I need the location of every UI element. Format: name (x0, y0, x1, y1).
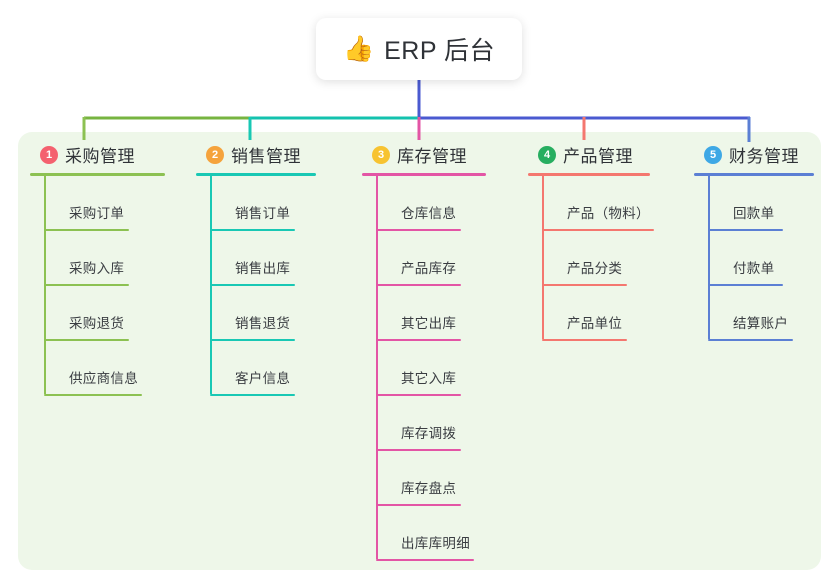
list-item-label: 采购入库 (69, 261, 125, 276)
column-spine-3 (376, 174, 378, 559)
column-4: 4 产品管理产品（物料） 产品分类产品单位 (516, 132, 682, 570)
list-item-rule (376, 449, 461, 451)
column-container: 1 采购管理采购订单采购入库采购退货供应商信息 2 销售管理销售订单销售出库销售退货客… (18, 132, 821, 570)
list-item-rule (376, 229, 461, 231)
list-item-rule (542, 229, 654, 231)
column-header-2[interactable]: 2 销售管理 (206, 142, 301, 167)
list-item-label: 回款单 (733, 206, 775, 221)
column-rule-3 (362, 173, 486, 176)
column-header-3[interactable]: 3 库存管理 (372, 142, 467, 167)
column-title-4: 产品管理 (563, 147, 633, 166)
list-item-rule (44, 394, 142, 396)
column-badge-5: 5 (704, 145, 722, 164)
list-item-label: 库存盘点 (401, 481, 457, 496)
list-item-rule (210, 284, 295, 286)
list-item-label: 产品库存 (401, 261, 457, 276)
column-2: 2 销售管理销售订单销售出库销售退货客户信息 (184, 132, 350, 570)
column-header-4[interactable]: 4 产品管理 (538, 142, 633, 167)
list-item-label: 其它入库 (401, 371, 457, 386)
list-item-rule (376, 394, 461, 396)
list-item-rule (708, 339, 793, 341)
list-item-rule (44, 229, 129, 231)
column-header-1[interactable]: 1 采购管理 (40, 142, 135, 167)
list-item-label: 付款单 (733, 261, 775, 276)
list-item-rule (210, 339, 295, 341)
list-item-label: 其它出库 (401, 316, 457, 331)
list-item-label: 销售出库 (235, 261, 291, 276)
list-item-label: 出库库明细 (401, 536, 470, 551)
list-item-rule (376, 284, 461, 286)
list-item-label: 仓库信息 (401, 206, 457, 221)
list-item-label: 销售退货 (235, 316, 291, 331)
column-spine-4 (542, 174, 544, 339)
list-item-rule (708, 284, 783, 286)
column-title-5: 财务管理 (729, 147, 799, 166)
list-item-label: 产品分类 (567, 261, 623, 276)
list-item-rule (376, 559, 474, 561)
column-header-5[interactable]: 5 财务管理 (704, 142, 799, 167)
column-title-3: 库存管理 (397, 147, 467, 166)
column-badge-4: 4 (538, 145, 556, 164)
column-title-1: 采购管理 (65, 147, 135, 166)
column-rule-2 (196, 173, 316, 176)
column-badge-2: 2 (206, 145, 224, 164)
list-item-label: 采购订单 (69, 206, 125, 221)
list-item-rule (210, 229, 295, 231)
list-item-label: 产品（物料） (567, 206, 650, 221)
column-badge-3: 3 (372, 145, 390, 164)
list-item-label: 销售订单 (235, 206, 291, 221)
list-item-rule (376, 339, 461, 341)
list-item-label: 采购退货 (69, 316, 125, 331)
column-5: 5 财务管理回款单付款单结算账户 (682, 132, 821, 570)
list-item-label: 供应商信息 (69, 371, 138, 386)
list-item-rule (708, 229, 783, 231)
list-item-rule (44, 339, 129, 341)
list-item-rule (44, 284, 129, 286)
thumbs-up-icon: 👍 (342, 34, 375, 63)
list-item-label: 结算账户 (733, 316, 789, 331)
list-item-rule (542, 284, 627, 286)
list-item-rule (376, 504, 461, 506)
list-item-rule (210, 394, 295, 396)
column-rule-5 (694, 173, 814, 176)
list-item-label: 库存调拨 (401, 426, 457, 441)
column-rule-1 (30, 173, 165, 176)
column-3: 3 库存管理仓库信息产品库存其它出库其它入库库存调拨库存盘点出库库明细 (350, 132, 516, 570)
column-title-2: 销售管理 (231, 147, 301, 166)
list-item-label: 客户信息 (235, 371, 291, 386)
root-node-title: ERP 后台 (384, 37, 496, 65)
column-1: 1 采购管理采购订单采购入库采购退货供应商信息 (18, 132, 184, 570)
column-rule-4 (528, 173, 650, 176)
column-spine-5 (708, 174, 710, 339)
diagram-panel (18, 132, 821, 570)
list-item-label: 产品单位 (567, 316, 623, 331)
root-node-card[interactable]: 👍 ERP 后台 (316, 18, 522, 80)
list-item-rule (542, 339, 627, 341)
column-badge-1: 1 (40, 145, 58, 164)
